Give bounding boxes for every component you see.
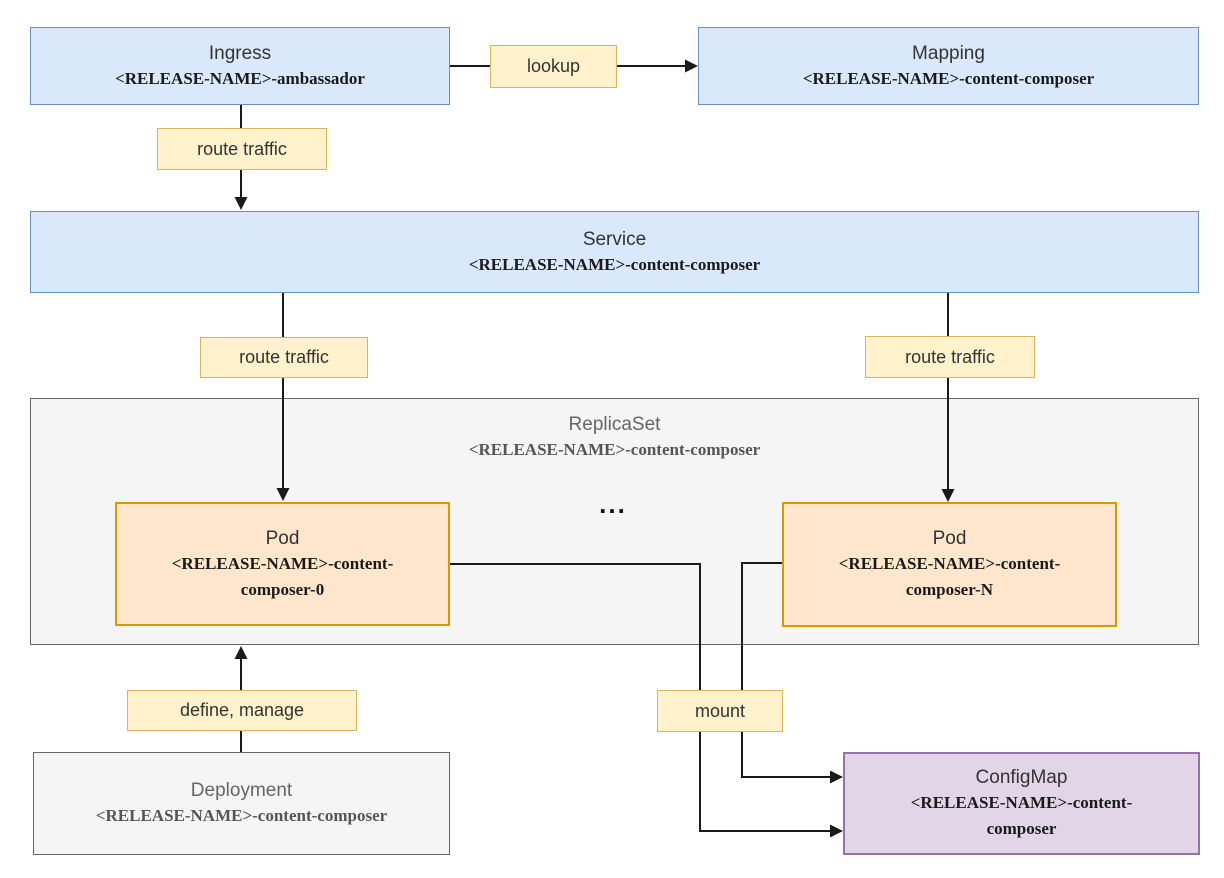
- edge-label-route-traffic-right: route traffic: [865, 336, 1035, 378]
- pod-n-subtitle-line-1: <RELEASE-NAME>-content-: [838, 554, 1061, 573]
- deployment-title: Deployment: [190, 780, 293, 801]
- node-ingress: Ingress <RELEASE-NAME>-ambassador: [30, 27, 450, 105]
- service-subtitle: <RELEASE-NAME>-content-composer: [468, 254, 761, 274]
- arrowhead-podn-configmap: [830, 770, 843, 784]
- node-service: Service <RELEASE-NAME>-content-composer: [30, 211, 1199, 293]
- deployment-subtitle: <RELEASE-NAME>-content-composer: [95, 806, 388, 825]
- mapping-subtitle: <RELEASE-NAME>-content-composer: [802, 68, 1095, 88]
- arrowhead-ingress-service: [234, 197, 248, 210]
- arrowhead-deployment-replicaset: [234, 646, 248, 659]
- arrowhead-service-pod0: [276, 488, 290, 501]
- configmap-subtitle-line-2: composer: [986, 819, 1057, 838]
- edge-podn-configmap: [741, 562, 830, 778]
- node-pod-n: Pod <RELEASE-NAME>-content- composer-N: [782, 502, 1117, 627]
- node-deployment: Deployment <RELEASE-NAME>-content-compos…: [33, 752, 450, 855]
- configmap-title: ConfigMap: [975, 767, 1068, 788]
- service-title: Service: [582, 228, 647, 250]
- ingress-title: Ingress: [208, 42, 272, 64]
- edge-label-route-traffic-top: route traffic: [157, 128, 327, 170]
- edge-label-mount: mount: [657, 690, 783, 732]
- replicaset-subtitle: <RELEASE-NAME>-content-composer: [468, 440, 761, 459]
- edge-label-route-traffic-left: route traffic: [200, 337, 368, 378]
- edge-label-define-manage: define, manage: [127, 690, 357, 731]
- pod-0-title: Pod: [265, 527, 300, 549]
- arrowhead-pod0-configmap: [830, 824, 843, 838]
- arrowhead-lookup-mapping: [685, 59, 698, 73]
- pod-n-subtitle-line-2: composer-N: [905, 580, 994, 599]
- arrowhead-service-podn: [941, 489, 955, 502]
- node-pod-0: Pod <RELEASE-NAME>-content- composer-0: [115, 502, 450, 626]
- node-configmap: ConfigMap <RELEASE-NAME>-content- compos…: [843, 752, 1200, 855]
- pod-0-subtitle-line-2: composer-0: [240, 579, 325, 599]
- configmap-subtitle-line-1: <RELEASE-NAME>-content-: [910, 793, 1133, 812]
- replicaset-title: ReplicaSet: [568, 414, 661, 435]
- pod-0-subtitle-line-1: <RELEASE-NAME>-content-: [171, 553, 394, 573]
- node-mapping: Mapping <RELEASE-NAME>-content-composer: [698, 27, 1199, 105]
- ingress-subtitle: <RELEASE-NAME>-ambassador: [115, 68, 365, 88]
- pod-n-title: Pod: [932, 528, 967, 549]
- pods-ellipsis: ...: [599, 489, 627, 519]
- edge-label-lookup: lookup: [490, 45, 617, 88]
- mapping-title: Mapping: [912, 42, 985, 64]
